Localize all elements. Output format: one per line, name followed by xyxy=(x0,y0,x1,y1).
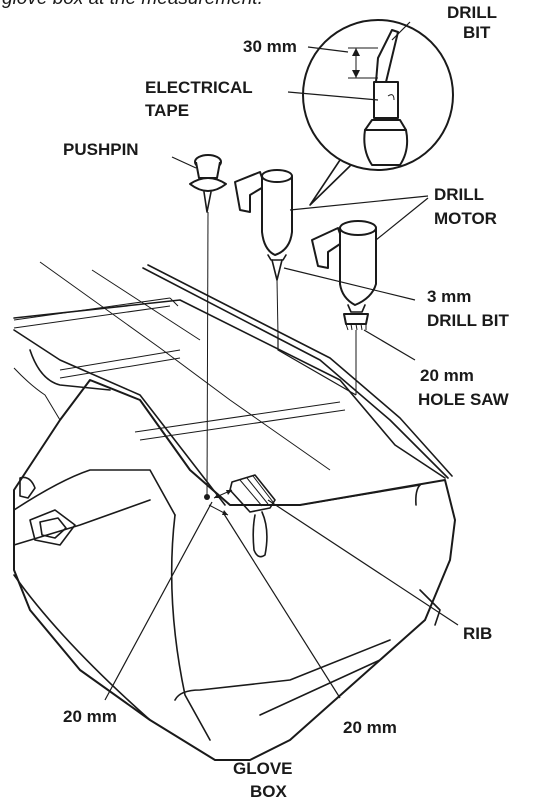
label-hole-saw-line2: HOLE SAW xyxy=(418,390,510,409)
label-hole-saw-line1: 20 mm xyxy=(420,366,474,385)
label-3mm-line2: DRILL BIT xyxy=(427,311,509,330)
label-electrical-tape-line2: TAPE xyxy=(145,101,189,120)
detail-inset-circle xyxy=(302,19,454,206)
label-glove-box-line1: GLOVE xyxy=(233,759,293,778)
label-3mm-line1: 3 mm xyxy=(427,287,471,306)
caption-text: glove box at the measurement. xyxy=(2,0,263,9)
label-glove-box-line2: BOX xyxy=(250,782,288,801)
drill-motor-with-hole-saw xyxy=(311,220,377,395)
label-electrical-tape-line1: ELECTRICAL xyxy=(145,78,253,97)
label-drill-motor-line2: MOTOR xyxy=(434,209,497,228)
label-drill-bit-line1: DRILL xyxy=(447,3,497,22)
drill-motor-with-bit xyxy=(234,169,293,336)
label-drill-bit-line2: BIT xyxy=(463,23,491,42)
pushpin-drawing xyxy=(189,154,227,498)
label-rib: RIB xyxy=(463,624,492,643)
leader-lines xyxy=(104,21,459,701)
label-20mm-right: 20 mm xyxy=(343,718,397,737)
label-30mm: 30 mm xyxy=(243,37,297,56)
label-pushpin: PUSHPIN xyxy=(63,140,139,159)
labels: DRILL BIT 30 mm ELECTRICAL TAPE PUSHPIN … xyxy=(63,3,510,801)
label-20mm-left: 20 mm xyxy=(63,707,117,726)
label-drill-motor-line1: DRILL xyxy=(434,185,484,204)
glove-box-drawing xyxy=(13,261,456,761)
